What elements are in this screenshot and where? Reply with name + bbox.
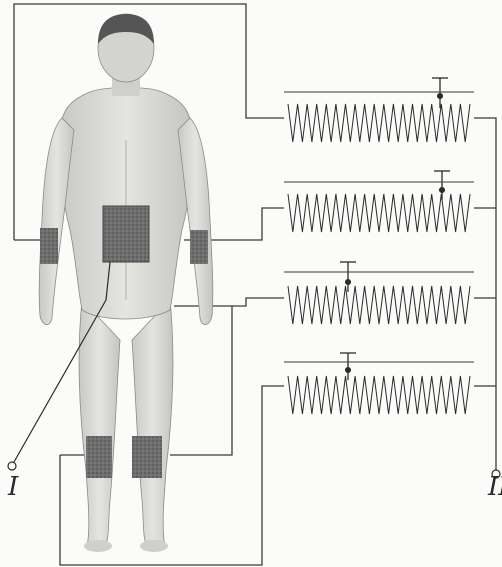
terminal-label-I: I <box>8 474 18 500</box>
electrode-pad-arm-right <box>190 230 208 264</box>
slider-1[interactable] <box>432 78 448 108</box>
resistance-coil-4 <box>288 376 470 414</box>
electrode-pad-lumbar <box>103 206 149 262</box>
terminal-I-ring[interactable] <box>8 462 16 470</box>
resistance-coil-3 <box>288 286 470 324</box>
foot-right <box>140 540 168 552</box>
electrode-pad-calf-right <box>132 436 162 478</box>
resistance-coil-1 <box>288 104 470 142</box>
wire-bus-main <box>474 118 496 470</box>
wire-calf-right-lead <box>170 306 232 455</box>
resistance-coil-2 <box>288 194 470 232</box>
coil-bank <box>288 104 470 414</box>
leg-right <box>132 300 173 550</box>
wire-lumbar-lead <box>174 298 284 306</box>
electrode-pad-calf-left <box>86 436 112 478</box>
wire-coil4-lead <box>262 386 284 455</box>
slider-3[interactable] <box>340 262 356 292</box>
foot-left <box>84 540 112 552</box>
slider-2[interactable] <box>434 171 450 200</box>
wire-bus-right <box>474 118 496 470</box>
electrode-pad-arm-left <box>40 228 58 264</box>
slider-4[interactable] <box>340 353 356 380</box>
human-figure-back-view <box>39 14 213 552</box>
terminal-label-II: II <box>488 474 502 500</box>
